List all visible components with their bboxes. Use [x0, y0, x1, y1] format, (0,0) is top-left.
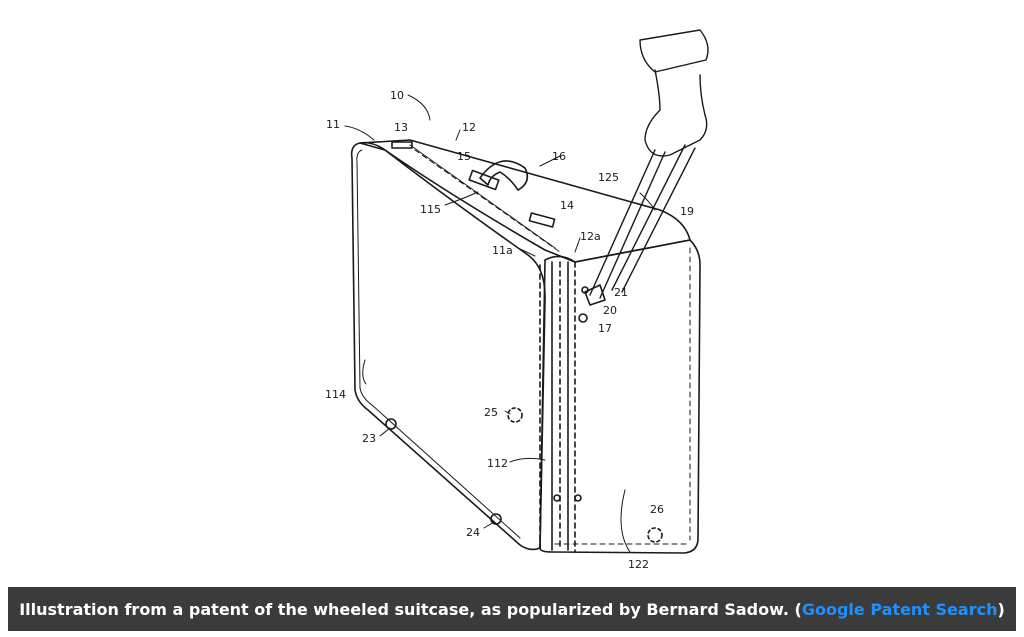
ref-numeral-23: 23	[362, 432, 376, 445]
suitcase-drawing	[344, 29, 709, 554]
caption-text: Illustration from a patent of the wheele…	[19, 599, 802, 619]
ref-numeral-12: 12	[462, 121, 476, 134]
caption-bar: Illustration from a patent of the wheele…	[8, 587, 1016, 631]
ref-numeral-11: 11	[326, 118, 340, 131]
ref-numeral-21: 21	[614, 286, 628, 299]
ref-numeral-12a: 12a	[580, 230, 601, 243]
top-handle	[479, 160, 529, 191]
google-patent-search-link[interactable]: Google Patent Search	[801, 599, 998, 619]
ref-numeral-11a: 11a	[492, 244, 513, 257]
ref-numeral-122: 122	[628, 558, 649, 571]
hand	[644, 69, 708, 157]
ref-numeral-14: 14	[560, 199, 574, 212]
wheel-24	[490, 513, 502, 525]
ref-numeral-26: 26	[650, 503, 664, 516]
wheel-23	[385, 418, 397, 430]
ref-numeral-125: 125	[598, 171, 619, 184]
ref-numeral-112: 112	[487, 457, 508, 470]
ref-numeral-24: 24	[466, 526, 480, 539]
caption-closing-paren: )	[997, 599, 1005, 619]
sleeve-cuff	[639, 29, 709, 73]
ref-numeral-114: 114	[325, 388, 346, 401]
suitcase-top-face	[359, 139, 691, 263]
ref-numeral-17: 17	[598, 322, 612, 335]
patent-illustration: 10 11 12 13 15 16 125 115 14 19 12a 11a …	[325, 29, 709, 571]
ref-numeral-25: 25	[484, 406, 498, 419]
ref-numeral-115: 115	[420, 203, 441, 216]
ref-numeral-13: 13	[394, 121, 408, 134]
reference-numerals: 10 11 12 13 15 16 125 115 14 19 12a 11a …	[325, 89, 694, 571]
ref-numeral-19: 19	[680, 205, 694, 218]
ref-numeral-10: 10	[390, 89, 404, 102]
ref-numeral-20: 20	[603, 304, 617, 317]
ref-numeral-15: 15	[457, 150, 471, 163]
ref-numeral-16: 16	[552, 150, 566, 163]
suitcase-front-face	[539, 239, 701, 554]
pull-strap	[589, 144, 696, 299]
